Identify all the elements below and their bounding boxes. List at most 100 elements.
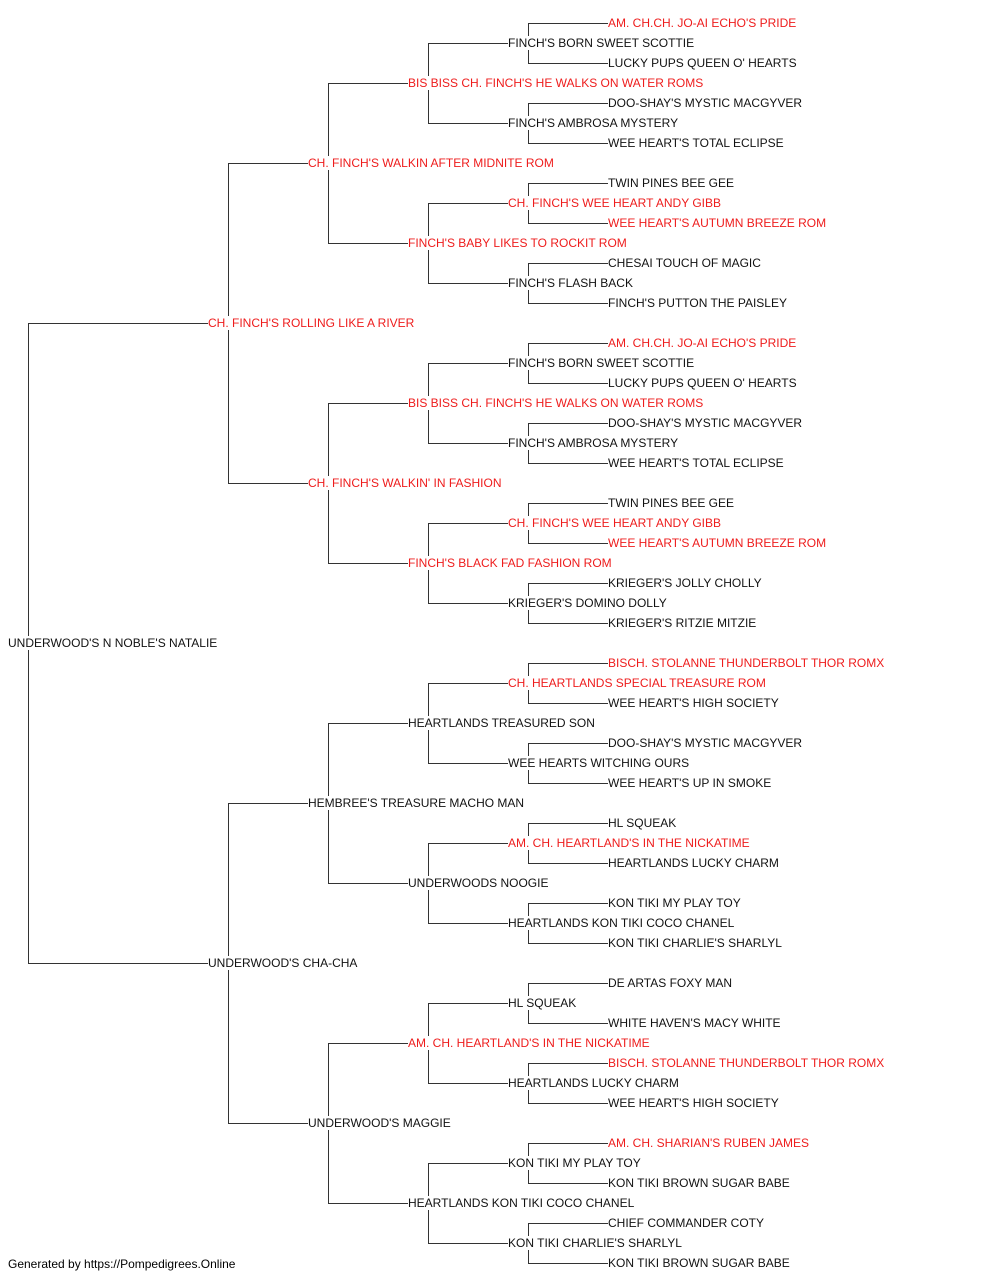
ancestor-name: KRIEGER'S RITZIE MITZIE [608,616,759,630]
connector-horizontal [428,603,508,604]
ancestor-name: WEE HEART'S AUTUMN BREEZE ROM [608,536,829,550]
ancestor-name: WEE HEARTS WITCHING OURS [508,756,692,770]
ancestor-name: KON TIKI MY PLAY TOY [508,1156,643,1170]
connector-horizontal [528,583,608,584]
ancestor-name: KON TIKI CHARLIE'S SHARLYL [608,936,784,950]
connector-horizontal [528,863,608,864]
connector-horizontal [428,43,508,44]
connector-horizontal [528,943,608,944]
ancestor-name: FINCH'S BORN SWEET SCOTTIE [508,36,697,50]
ancestor-name: CHIEF COMMANDER COTY [608,1216,766,1230]
connector-horizontal [528,463,608,464]
connector-horizontal [528,103,608,104]
connector-horizontal [528,423,608,424]
connector-horizontal [328,563,408,564]
ancestor-name: DOO-SHAY'S MYSTIC MACGYVER [608,736,805,750]
ancestor-name: FINCH'S AMBROSA MYSTERY [508,436,681,450]
connector-horizontal [528,63,608,64]
connector-horizontal [228,803,308,804]
ancestor-name: KRIEGER'S DOMINO DOLLY [508,596,669,610]
connector-horizontal [428,683,508,684]
connector-horizontal [528,823,608,824]
connector-horizontal [528,503,608,504]
ancestor-name: FINCH'S BABY LIKES TO ROCKIT ROM [408,236,629,250]
connector-horizontal [428,283,508,284]
ancestor-name: WEE HEART'S TOTAL ECLIPSE [608,136,786,150]
connector-horizontal [528,1023,608,1024]
connector-horizontal [528,23,608,24]
ancestor-name: HEARTLANDS TREASURED SON [408,716,597,730]
ancestor-name: CH. FINCH'S WALKIN' IN FASHION [308,476,504,490]
connector-horizontal [428,843,508,844]
ancestor-name: DOO-SHAY'S MYSTIC MACGYVER [608,96,805,110]
connector-horizontal [228,1123,308,1124]
connector-horizontal [28,323,208,324]
connector-horizontal [528,1103,608,1104]
connector-horizontal [428,923,508,924]
connector-horizontal [528,903,608,904]
generated-by-footer: Generated by https://Pompedigrees.Online [8,1257,236,1271]
connector-horizontal [328,883,408,884]
ancestor-name: FINCH'S AMBROSA MYSTERY [508,116,681,130]
ancestor-name: WEE HEART'S AUTUMN BREEZE ROM [608,216,829,230]
ancestor-name: HL SQUEAK [508,996,579,1010]
connector-horizontal [328,83,408,84]
subject-dog-name: UNDERWOOD'S N NOBLE'S NATALIE [8,636,220,650]
ancestor-name: CH. FINCH'S ROLLING LIKE A RIVER [208,316,417,330]
connector-horizontal [528,343,608,344]
ancestor-name: AM. CH. HEARTLAND'S IN THE NICKATIME [508,836,752,850]
ancestor-name: WEE HEART'S TOTAL ECLIPSE [608,456,786,470]
ancestor-name: DOO-SHAY'S MYSTIC MACGYVER [608,416,805,430]
connector-horizontal [328,403,408,404]
ancestor-name: KON TIKI CHARLIE'S SHARLYL [508,1236,684,1250]
ancestor-name: AM. CH. SHARIAN'S RUBEN JAMES [608,1136,811,1150]
connector-horizontal [528,543,608,544]
connector-horizontal [528,1063,608,1064]
connector-horizontal [328,243,408,244]
connector-horizontal [228,483,308,484]
connector-horizontal [528,783,608,784]
ancestor-name: DE ARTAS FOXY MAN [608,976,735,990]
ancestor-name: HL SQUEAK [608,816,679,830]
connector-horizontal [428,203,508,204]
ancestor-name: HEARTLANDS LUCKY CHARM [508,1076,681,1090]
connector-horizontal [28,963,208,964]
connector-horizontal [528,1183,608,1184]
connector-horizontal [428,1083,508,1084]
connector-horizontal [428,123,508,124]
connector-horizontal [528,303,608,304]
connector-horizontal [528,183,608,184]
ancestor-name: CH. FINCH'S WEE HEART ANDY GIBB [508,516,723,530]
ancestor-name: LUCKY PUPS QUEEN O' HEARTS [608,56,799,70]
ancestor-name: UNDERWOOD'S CHA-CHA [208,956,360,970]
connector-horizontal [528,663,608,664]
connector-horizontal [428,523,508,524]
connector-horizontal [428,443,508,444]
ancestor-name: KON TIKI MY PLAY TOY [608,896,743,910]
ancestor-name: BISCH. STOLANNE THUNDERBOLT THOR ROMX [608,1056,887,1070]
ancestor-name: AM. CH.CH. JO-AI ECHO'S PRIDE [608,16,799,30]
connector-horizontal [528,703,608,704]
ancestor-name: CH. FINCH'S WEE HEART ANDY GIBB [508,196,723,210]
ancestor-name: CH. FINCH'S WALKIN AFTER MIDNITE ROM [308,156,556,170]
connector-horizontal [528,743,608,744]
ancestor-name: BIS BISS CH. FINCH'S HE WALKS ON WATER R… [408,76,706,90]
ancestor-name: AM. CH. HEARTLAND'S IN THE NICKATIME [408,1036,652,1050]
ancestor-name: BISCH. STOLANNE THUNDERBOLT THOR ROMX [608,656,887,670]
ancestor-name: WHITE HAVEN'S MACY WHITE [608,1016,783,1030]
ancestor-name: TWIN PINES BEE GEE [608,176,737,190]
connector-horizontal [528,983,608,984]
connector-horizontal [328,723,408,724]
connector-horizontal [528,1223,608,1224]
connector-horizontal [528,1143,608,1144]
connector-horizontal [528,143,608,144]
connector-horizontal [328,1203,408,1204]
ancestor-name: HEARTLANDS LUCKY CHARM [608,856,781,870]
connector-horizontal [528,623,608,624]
connector-horizontal [228,163,308,164]
connector-horizontal [528,223,608,224]
ancestor-name: WEE HEART'S HIGH SOCIETY [608,1096,781,1110]
connector-horizontal [528,1263,608,1264]
ancestor-name: FINCH'S BORN SWEET SCOTTIE [508,356,697,370]
